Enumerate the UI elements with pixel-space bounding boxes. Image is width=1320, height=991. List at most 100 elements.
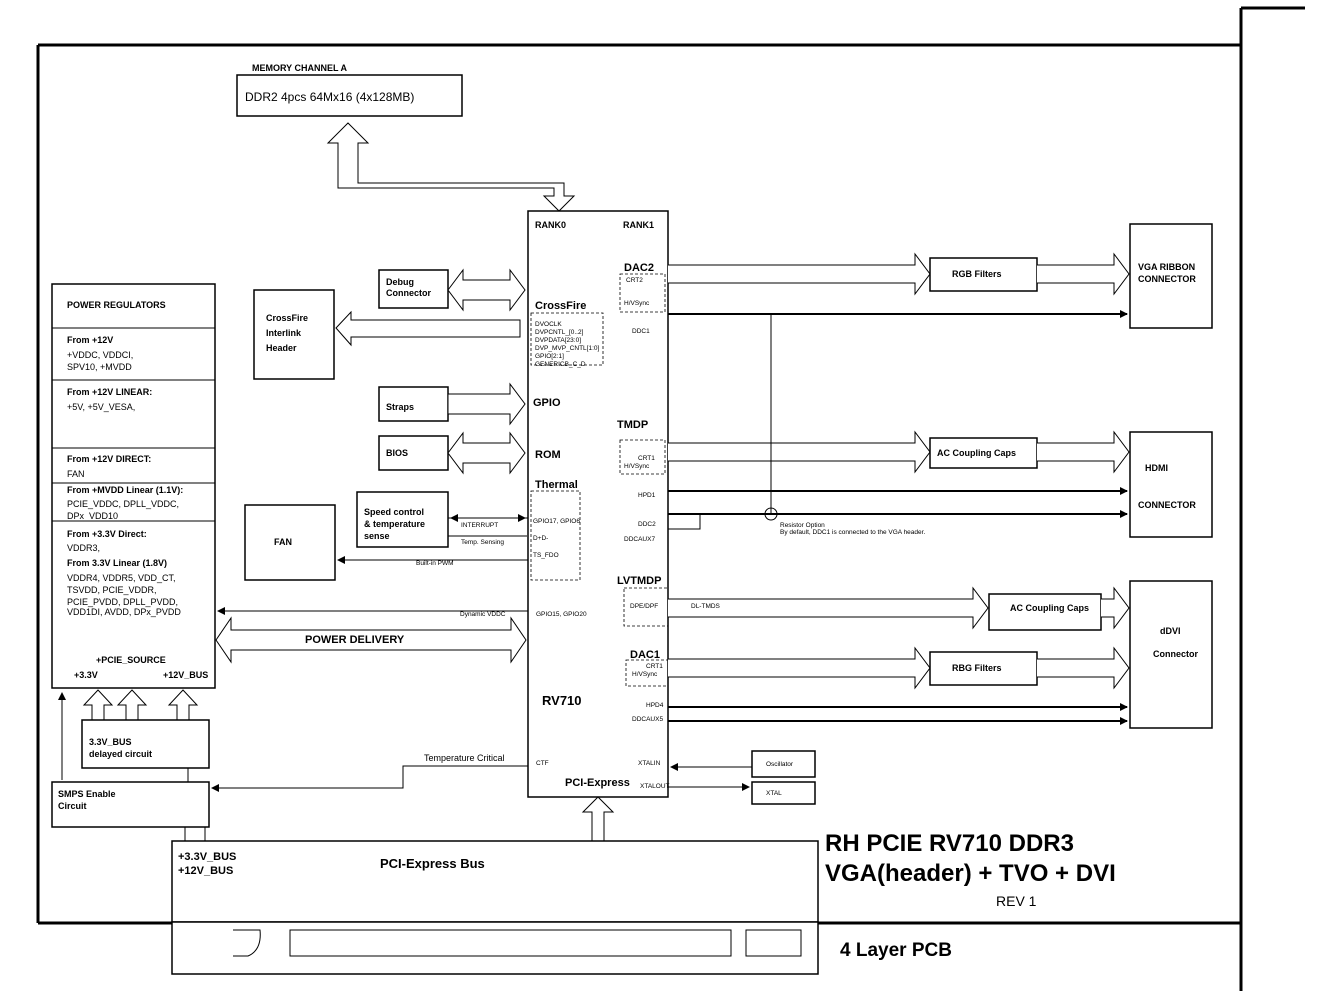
ac-ddvi-arrow [1101, 586, 1130, 630]
temp-critical-label: Temperature Critical [424, 753, 505, 763]
power-delivery-arrow [215, 616, 527, 664]
crt1a-label: CRT1 [638, 455, 655, 462]
speed-control-block: Speed control & temperature sense [356, 491, 449, 548]
svg-text:From +3.3V Direct:: From +3.3V Direct: [67, 529, 147, 539]
svg-text:+VDDC, VDDCI,: +VDDC, VDDCI, [67, 350, 133, 360]
rv710-name: RV710 [542, 693, 582, 708]
crossfire-interlink-header: CrossFire Interlink Header [253, 289, 335, 380]
board-outline [36, 6, 1305, 991]
pwm-label: Built-in PWM [416, 560, 454, 567]
svg-text:RGB Filters: RGB Filters [952, 269, 1002, 279]
dac1-arrow [668, 646, 931, 690]
xtalin-label: XTALIN [638, 760, 661, 767]
hpd1-label: HPD1 [638, 492, 656, 499]
fan-block: FAN [244, 504, 336, 581]
svg-text:+12V_BUS: +12V_BUS [163, 670, 208, 680]
bios-block: BIOS [378, 435, 449, 471]
revision: REV 1 [996, 893, 1037, 909]
ddcaux5-label: DDCAUX5 [632, 716, 663, 723]
svg-text:Speed control: Speed control [364, 507, 424, 517]
tsfdo-label: TS_FDO [533, 552, 559, 559]
svg-text:sense: sense [364, 531, 390, 541]
rank0-label: RANK0 [535, 220, 566, 230]
rbg-ddvi-arrow [1037, 646, 1130, 690]
svg-text:VGA RIBBON: VGA RIBBON [1138, 262, 1195, 272]
svg-text:AC Coupling Caps: AC Coupling Caps [937, 448, 1016, 458]
vga-ribbon-connector: VGA RIBBON CONNECTOR [1129, 223, 1213, 329]
resistor-note: Resistor Option [780, 522, 825, 529]
temp-sensing-label: Temp. Sensing [461, 539, 504, 546]
power-regulators-block: POWER REGULATORS From +12V +VDDC, VDDCI,… [51, 283, 216, 689]
ac-hdmi-arrow [1037, 430, 1130, 474]
svg-text:Interlink: Interlink [266, 328, 302, 338]
resistor-note-2: By default, DDC1 is connected to the VGA… [780, 529, 925, 536]
crt1b-label: CRT1 [646, 663, 663, 670]
ac-coupling-caps-1: AC Coupling Caps [929, 437, 1038, 469]
svg-text:VDD1DI, AVDD, DPx_PVDD: VDD1DI, AVDD, DPx_PVDD [67, 607, 181, 617]
hpd4-label: HPD4 [646, 702, 664, 709]
bus-up-arrow [116, 689, 148, 721]
rgb-vga-arrow [1037, 252, 1130, 296]
cf-signal: GPIO[2:1] [535, 353, 564, 360]
svg-text:Straps: Straps [386, 402, 414, 412]
gpio15-label: GPIO15, GPIO20 [536, 611, 587, 618]
svg-text:+PCIE_SOURCE: +PCIE_SOURCE [96, 655, 166, 665]
svg-text:+5V, +5V_VESA,: +5V, +5V_VESA, [67, 402, 135, 412]
svg-text:VDDR4, VDDR5, VDD_CT,: VDDR4, VDDR5, VDD_CT, [67, 573, 176, 583]
memory-bus-arrow [326, 122, 576, 212]
cf-signal: DVPCNTL_[0..2] [535, 329, 584, 336]
svg-text:BIOS: BIOS [386, 448, 408, 458]
cf-signal: DVP_MVP_CNTL[1:0] [535, 345, 599, 352]
svg-text:From 3.3V Linear (1.8V): From 3.3V Linear (1.8V) [67, 558, 167, 568]
ddc2-label: DDC2 [638, 521, 656, 528]
dpedpf-label: DPE/DPF [630, 603, 658, 610]
crt2-label: CRT2 [626, 277, 643, 284]
xtalout-label: XTALOUT [640, 783, 670, 790]
hvsync1b-label: H/VSync [632, 671, 658, 678]
ctf-label: CTF [536, 760, 549, 767]
xtal-block: XTAL [751, 781, 816, 805]
tmdp-label: TMDP [617, 419, 648, 431]
bus-up-arrow [167, 689, 199, 721]
pcie-bus-connector: +3.3V_BUS +12V_BUS PCI-Express Bus [171, 827, 819, 975]
lvtmdp-arrow [668, 586, 989, 630]
interrupt-label: INTERRUPT [461, 522, 498, 529]
svg-text:SPV10, +MVDD: SPV10, +MVDD [67, 362, 132, 372]
dl-tmds-label: DL-TMDS [691, 603, 721, 610]
straps-block: Straps [378, 386, 449, 422]
svg-text:& temperature: & temperature [364, 519, 425, 529]
bus-up-arrow [82, 689, 114, 721]
svg-text:TSVDD, PCIE_VDDR,: TSVDD, PCIE_VDDR, [67, 585, 157, 595]
title-line2: VGA(header) + TVO + DVI [825, 860, 1116, 887]
ddc1-label: DDC1 [632, 328, 650, 335]
svg-text:From +12V DIRECT:: From +12V DIRECT: [67, 454, 151, 464]
svg-text:PCIE_PVDD, DPLL_PVDD,: PCIE_PVDD, DPLL_PVDD, [67, 597, 178, 607]
svg-text:Connector: Connector [386, 288, 431, 298]
hdmi-connector: HDMI CONNECTOR [1129, 431, 1213, 538]
ddvi-connector: dDVI Connector [1129, 580, 1213, 729]
rom-label: ROM [535, 449, 561, 461]
power-title: POWER REGULATORS [67, 300, 166, 310]
gpio17-label: GPIO17, GPIO6 [533, 518, 580, 525]
temp-critical-line [211, 765, 528, 792]
dac2-rgb-arrow [668, 252, 931, 296]
straps-arrow [447, 382, 526, 426]
svg-text:delayed circuit: delayed circuit [89, 749, 152, 759]
smps-enable-block: SMPS Enable Circuit [51, 781, 210, 828]
svg-text:RBG Filters: RBG Filters [952, 663, 1002, 673]
dynamic-vddc-label: Dynamic VDDC [460, 611, 506, 618]
dac2-label: DAC2 [624, 262, 654, 274]
gpio-label: GPIO [533, 397, 561, 409]
svg-text:CrossFire: CrossFire [266, 313, 308, 323]
ac-coupling-caps-2: AC Coupling Caps [988, 593, 1102, 631]
svg-text:From +12V LINEAR:: From +12V LINEAR: [67, 387, 152, 397]
dpdm-label: D+D- [533, 535, 548, 542]
svg-text:Connector: Connector [1153, 649, 1198, 659]
crossfire-arrow [335, 310, 521, 347]
svg-text:FAN: FAN [274, 537, 292, 547]
rgb-filters-block: RGB Filters [929, 257, 1038, 292]
tmdp-arrow [668, 430, 931, 474]
svg-text:AC Coupling Caps: AC Coupling Caps [1010, 603, 1089, 613]
cf-signal: GENERICB_C_D [535, 361, 586, 368]
title-line1: RH PCIE RV710 DDR3 [825, 830, 1074, 857]
